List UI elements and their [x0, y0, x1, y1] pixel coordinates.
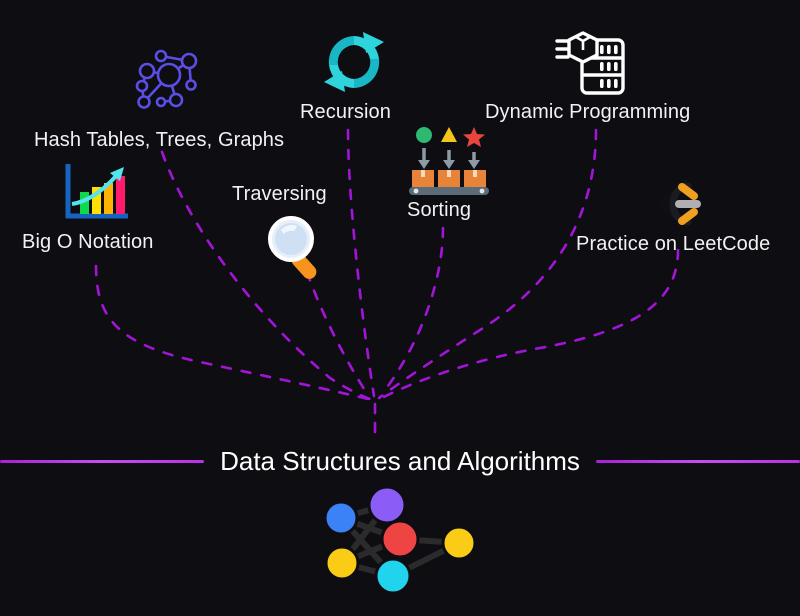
conveyor-sorting-icon — [409, 127, 489, 195]
circular-arrows-icon — [324, 32, 384, 92]
connector-recursion — [346, 128, 376, 398]
hero-node-red — [380, 519, 420, 559]
topic-label-practice-on-leetcode: Practice on LeetCode — [576, 233, 771, 255]
topic-label-sorting: Sorting — [407, 199, 472, 221]
topic-label-traversing: Traversing — [232, 183, 327, 205]
magnifying-glass-icon — [268, 216, 317, 279]
connector-dynamic-programming — [377, 128, 598, 400]
page-title: Data Structures and Algorithms — [220, 446, 580, 476]
title-rule-right — [595, 459, 800, 463]
topic-label-recursion: Recursion — [300, 101, 391, 123]
hero-node-yellow-left — [324, 545, 360, 581]
connector-bigo — [94, 264, 374, 402]
topic-label-dynamic-programming: Dynamic Programming — [485, 101, 691, 123]
connector-hash — [160, 150, 375, 402]
title-band: Data Structures and Algorithms — [0, 438, 800, 484]
network-graph-icon — [135, 49, 198, 109]
connector-sorting — [380, 226, 445, 396]
hero-node-purple — [367, 485, 407, 525]
hero-node-yellow-right — [441, 525, 477, 561]
hero-node-blue — [323, 500, 359, 536]
topic-label-hash-tables-trees-graphs: Hash Tables, Trees, Graphs — [34, 129, 285, 151]
title-rule-left — [0, 459, 205, 463]
bar-chart-growth-icon — [65, 164, 128, 219]
server-cube-icon — [555, 31, 625, 95]
topic-label-big-o-notation: Big O Notation — [22, 231, 154, 253]
leetcode-logo-icon — [660, 179, 701, 229]
connector-leetcode — [376, 248, 680, 402]
connector-traversing — [305, 270, 370, 397]
colored-network-graph-icon — [323, 485, 477, 593]
hero-node-cyan — [374, 557, 412, 593]
